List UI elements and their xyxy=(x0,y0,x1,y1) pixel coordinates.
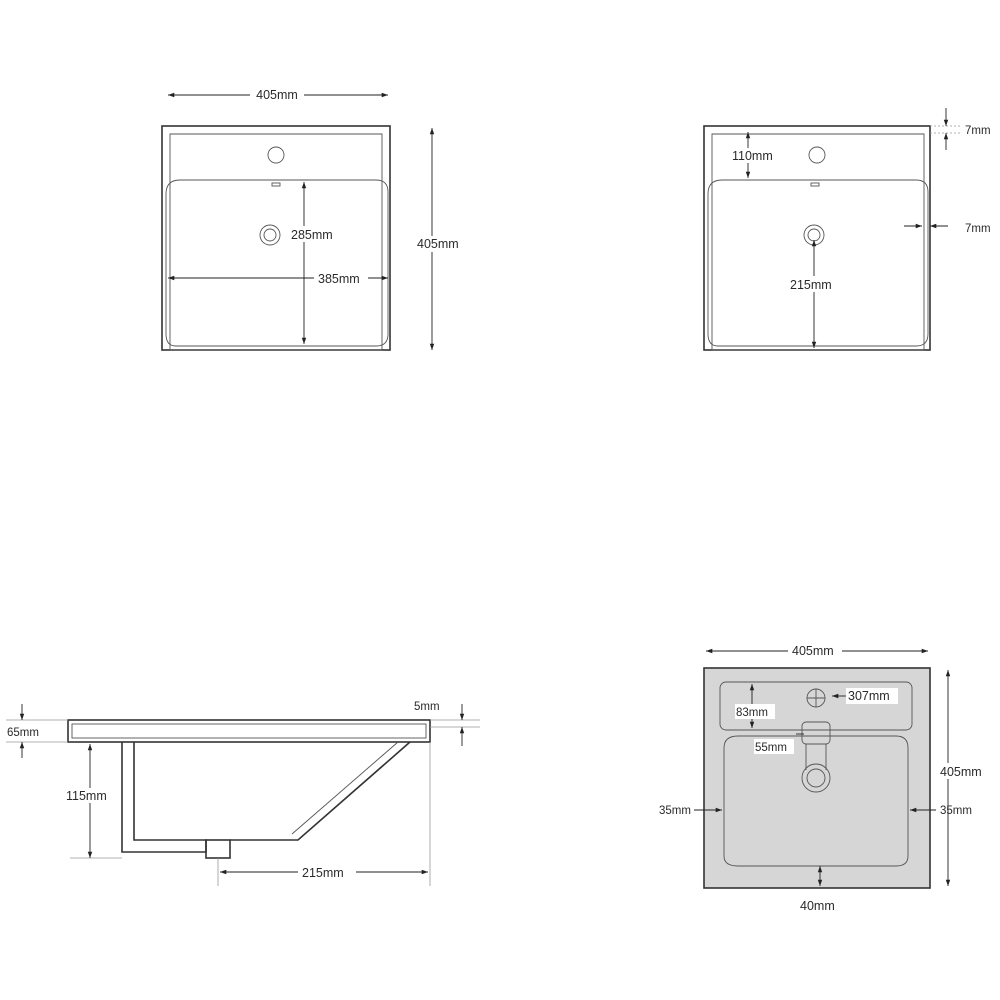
front-margin-label: 40mm xyxy=(800,899,835,913)
side-section-view: 65mm 5mm 115mm 215mm xyxy=(6,701,480,886)
tap-offset-label: 110mm xyxy=(732,149,773,163)
right-margin-label: 35mm xyxy=(940,805,972,817)
rim-top-label: 7mm xyxy=(965,125,991,137)
bowl-width-label: 385mm xyxy=(318,272,360,286)
tap-hole xyxy=(808,146,826,164)
height-label: 405mm xyxy=(417,237,459,251)
deck-length-label: 307mm xyxy=(848,689,890,703)
top-thickness-label: 65mm xyxy=(7,727,39,739)
bowl-slope-inner xyxy=(291,741,399,835)
bowl-back-wall xyxy=(121,742,207,853)
bowl-depth-label: 285mm xyxy=(291,228,333,242)
left-margin-label: 35mm xyxy=(659,805,691,817)
drain-inner xyxy=(807,228,821,242)
drain-inner xyxy=(263,228,277,242)
top-view-left: 405mm 405mm 385mm 285mm xyxy=(161,86,466,351)
tap-deck xyxy=(719,681,913,731)
basin-outline xyxy=(161,125,391,351)
tap-neck xyxy=(805,744,827,770)
tap-base xyxy=(801,721,831,745)
rim-edge xyxy=(711,133,925,351)
drain-offset-label: 215mm xyxy=(302,866,344,880)
rim-edge xyxy=(169,133,383,351)
deck-depth-label: 83mm xyxy=(736,707,768,719)
tap-size-label: 55mm xyxy=(755,742,787,754)
plan-view: 405mm 405mm 307mm 83mm 55mm 35mm 35mm 40… xyxy=(659,643,988,913)
rim-side-label: 7mm xyxy=(965,223,991,235)
bowl-depth-label: 115mm xyxy=(66,789,107,803)
bowl-outline xyxy=(707,179,929,347)
bowl-area xyxy=(723,735,909,867)
tap-spout xyxy=(801,763,831,793)
plan-width-label: 405mm xyxy=(792,644,834,658)
bowl-slope xyxy=(230,741,411,841)
plan-height-label: 405mm xyxy=(940,765,982,779)
width-label: 405mm xyxy=(256,88,298,102)
top-view-right: 110mm 7mm 7mm 215mm xyxy=(703,108,991,351)
drain-offset-label: 215mm xyxy=(790,278,832,292)
drain xyxy=(259,224,281,246)
tap-hole xyxy=(267,146,285,164)
bowl-outline xyxy=(165,179,389,347)
overflow-slot xyxy=(271,182,281,187)
rim-thickness-label: 5mm xyxy=(414,701,440,713)
counter-top-inner xyxy=(71,723,427,739)
overflow-slot xyxy=(810,182,820,187)
waste-outlet xyxy=(205,839,231,859)
counter-top xyxy=(67,719,431,743)
